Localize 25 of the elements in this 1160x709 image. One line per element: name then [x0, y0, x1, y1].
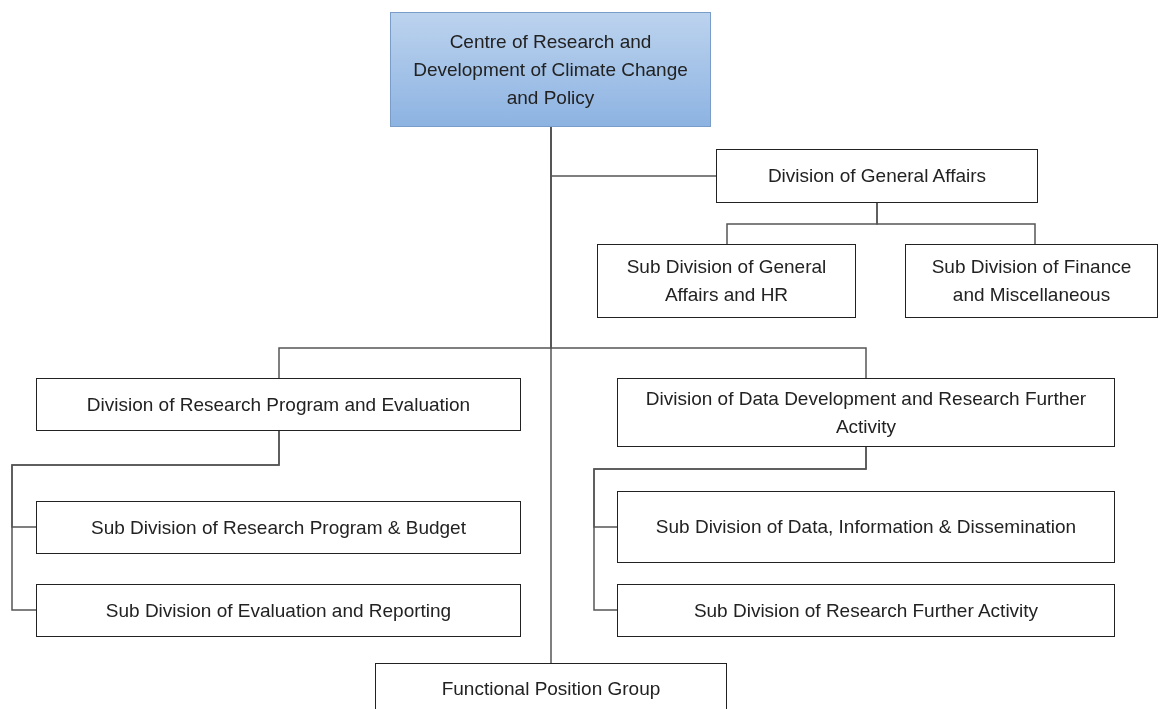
connector-line	[876, 202, 1036, 245]
org-unit-box	[905, 244, 1158, 318]
org-unit-box	[617, 584, 1115, 637]
unit-name: Sub Division of Research Program & Budget	[91, 515, 466, 540]
org-unit-box	[36, 378, 521, 431]
org-unit-box	[36, 584, 521, 637]
unit-name: Sub Division of Finance and Miscellaneous	[930, 255, 1133, 307]
org-unit-box	[36, 501, 521, 554]
unit-name: Sub Division of Evaluation and Reporting	[105, 598, 452, 623]
unit-name: Division of Data Development and Research Further Activity	[644, 386, 1088, 439]
unit-name: Division of General Affairs	[767, 164, 987, 188]
connector-line	[11, 430, 280, 611]
unit-name: Sub Division of Research Further Activity	[693, 598, 1039, 623]
org-unit-box	[617, 378, 1115, 447]
org-unit-box	[716, 149, 1038, 203]
org-unit-box	[617, 491, 1115, 563]
org-unit-box	[375, 663, 727, 709]
unit-name: Functional Position Group	[441, 677, 661, 701]
connector-line	[593, 446, 867, 611]
unit-name: Division of Research Program and Evaluation	[86, 392, 471, 417]
unit-name: Centre of Research and Development of Climate Change and Policy	[412, 29, 689, 110]
unit-name: Sub Division of General Affairs and HR	[625, 255, 828, 307]
unit-name: Sub Division of Data, Information & Dissemination	[655, 515, 1077, 539]
org-unit-box	[597, 244, 856, 318]
head-office-box	[390, 12, 711, 127]
